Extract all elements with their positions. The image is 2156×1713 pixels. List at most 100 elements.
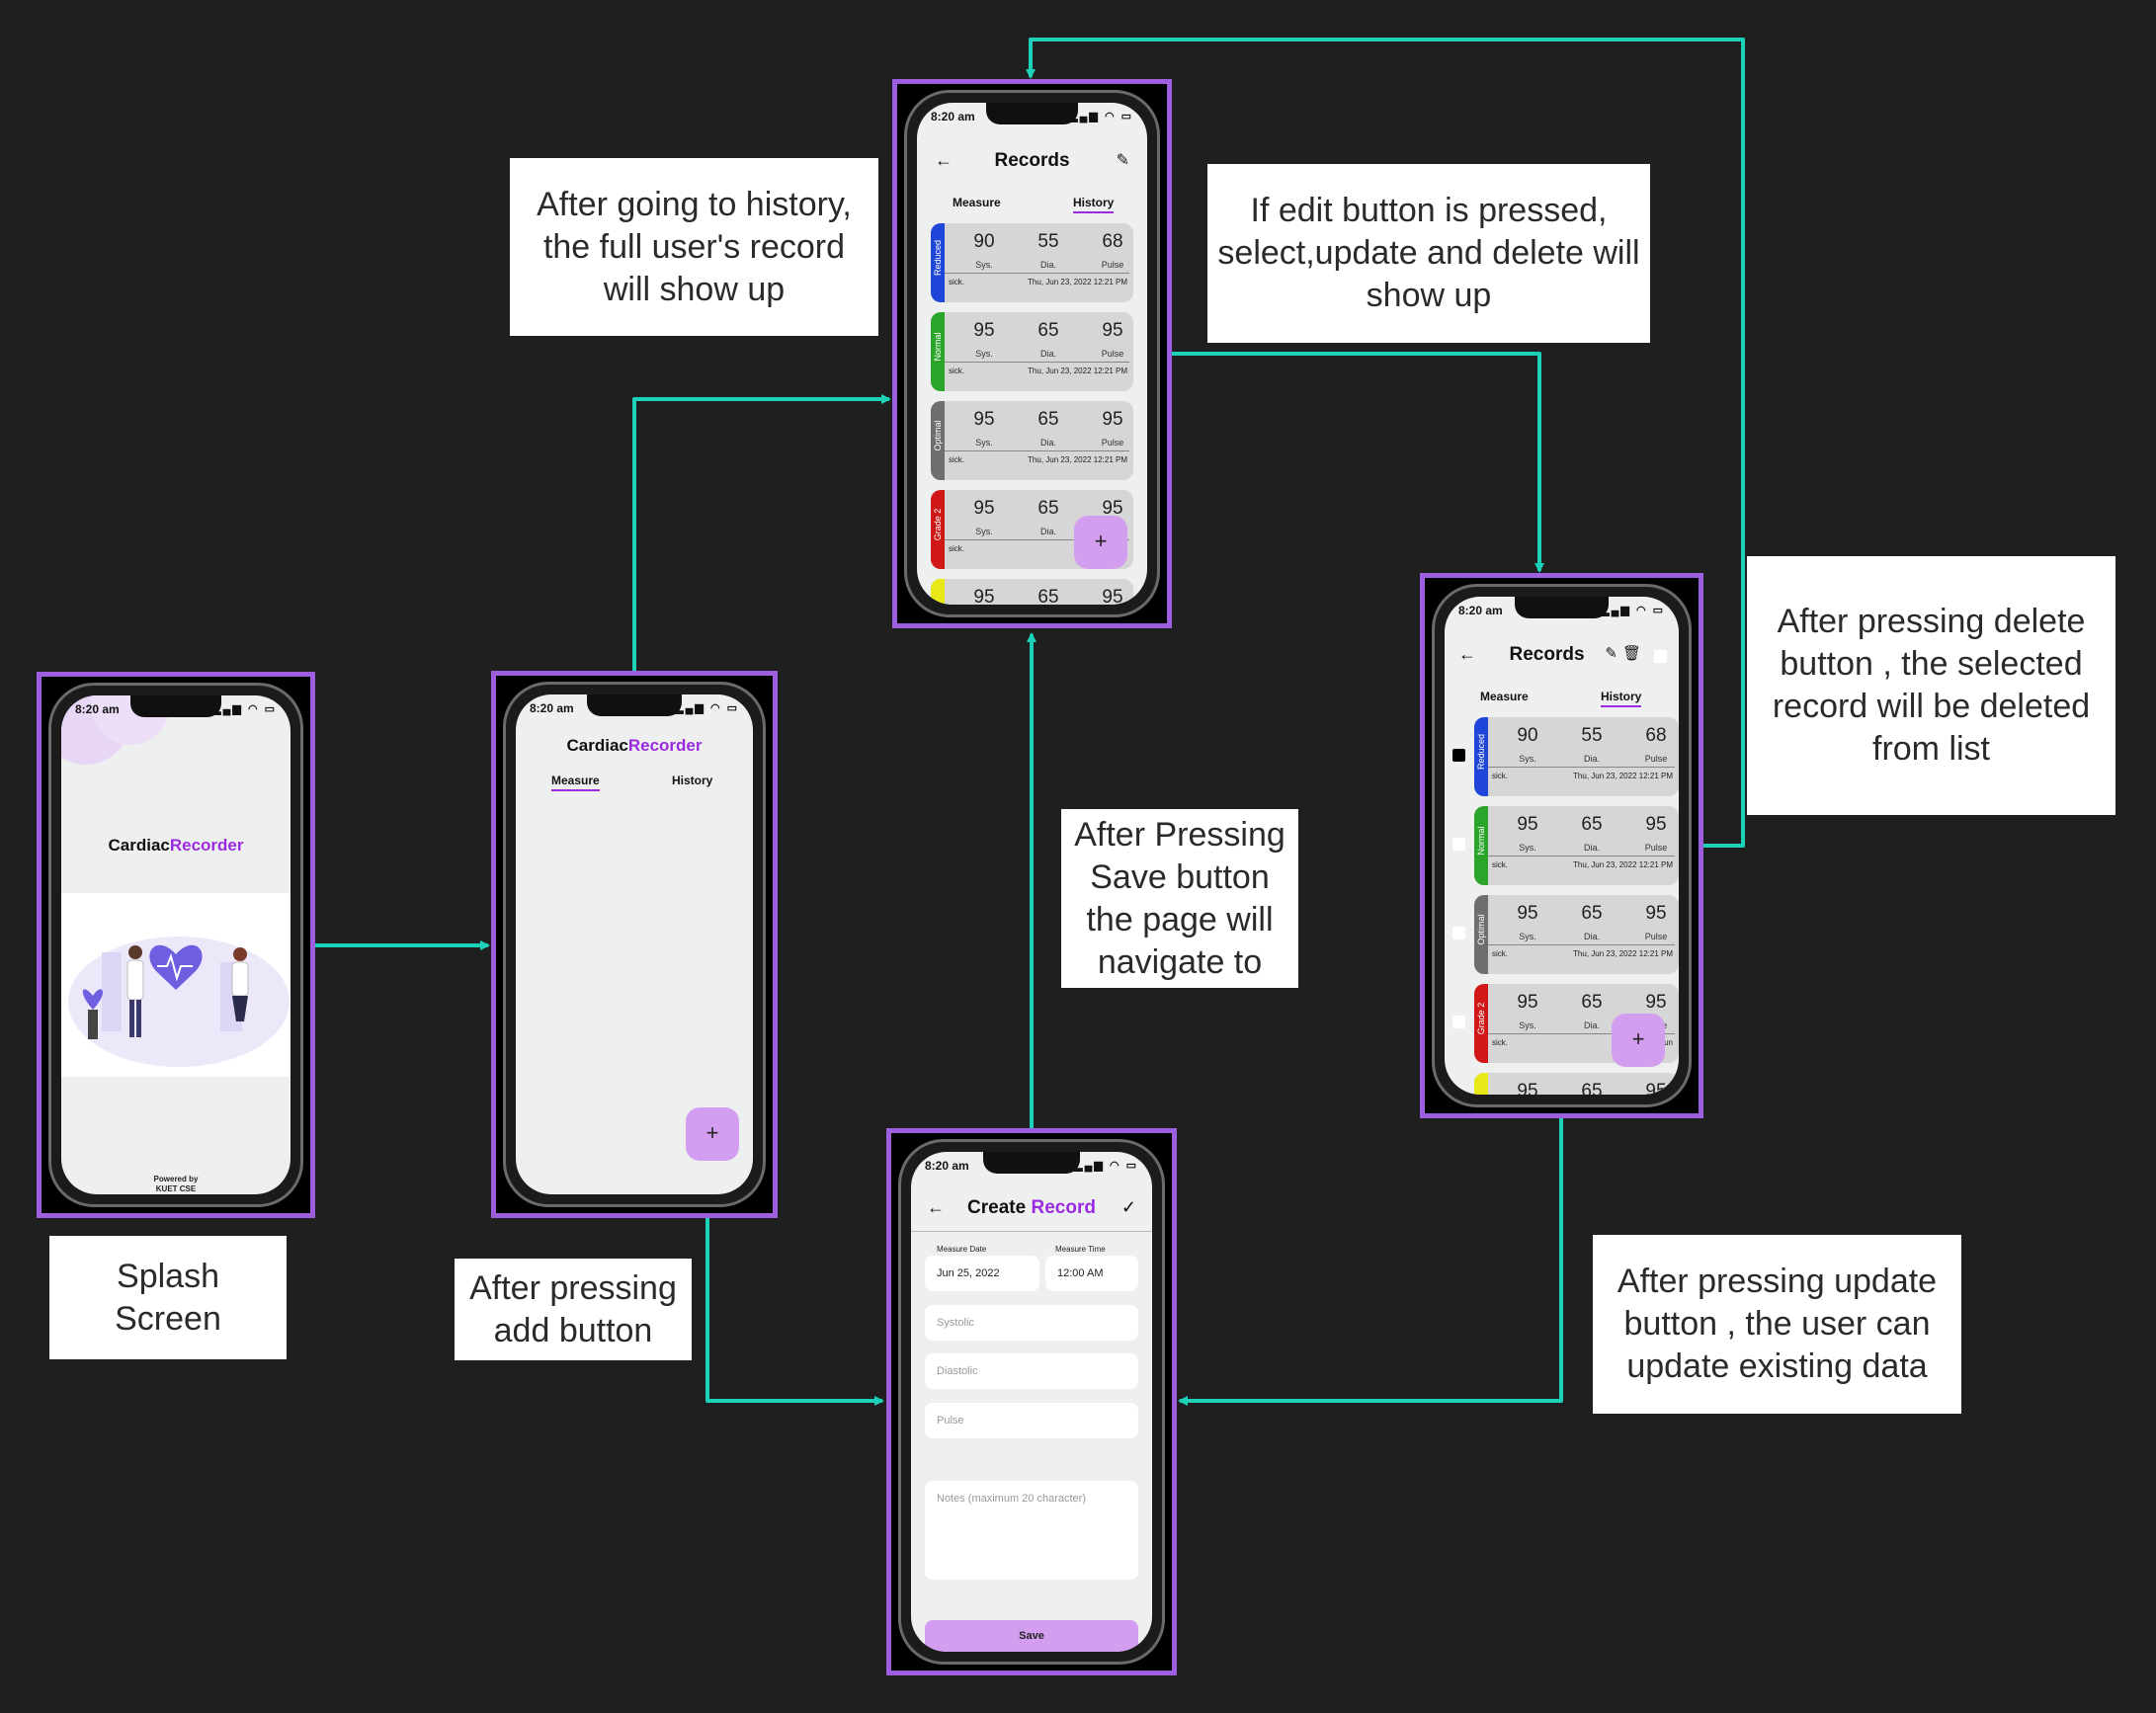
back-arrow-icon[interactable]: ← [1458, 644, 1476, 664]
category-label: Normal [1476, 826, 1486, 856]
add-record-button[interactable]: + [686, 1107, 739, 1161]
diastolic-label: Dia. [1583, 843, 1600, 853]
category-label: Grade 2 [1476, 1002, 1486, 1035]
note-after-edit: If edit button is pressed, select,update… [1207, 164, 1650, 343]
pencil-icon[interactable]: ✎ [1605, 645, 1617, 662]
edit-records-screen-frame: 8:20 am▂▄▆ ◠ ▭ ← Records ✎ 🗑 Measure His… [1420, 573, 1703, 1118]
pulse-value: 95 [1102, 498, 1123, 519]
back-arrow-icon[interactable]: ← [935, 150, 953, 170]
page-title: Records [994, 150, 1070, 171]
systolic-label: Sys. [1519, 1020, 1536, 1030]
pulse-label: Pulse [1644, 932, 1668, 941]
record-checkbox[interactable] [1452, 838, 1465, 851]
pulse-field[interactable]: Pulse [925, 1403, 1138, 1438]
record-note: sick. [949, 367, 964, 375]
pulse-label: Pulse [1101, 438, 1124, 448]
diastolic-label: Dia. [1039, 349, 1056, 359]
arrow-measure-to-records [632, 394, 891, 672]
status-bar: 8:20 am▂▄▆ ◠ ▭ [925, 1159, 1138, 1173]
systolic-label: Sys. [1519, 843, 1536, 853]
measure-date-label: Measure Date [937, 1245, 987, 1254]
diastolic-value: 65 [1037, 587, 1059, 605]
systolic-value: 95 [1517, 903, 1538, 924]
app-logo: CardiacRecorder [566, 736, 703, 755]
systolic-field[interactable]: Systolic [925, 1305, 1138, 1341]
diastolic-label: Dia. [1039, 438, 1056, 448]
category-label: Reduced [1476, 733, 1486, 771]
arrow-edit-to-create-after-update [1178, 1118, 1563, 1406]
measure-time-field[interactable]: 12:00 AM [1045, 1256, 1138, 1291]
diastolic-value: 65 [1037, 320, 1059, 341]
record-checkbox[interactable] [1452, 749, 1465, 762]
add-record-button[interactable]: + [1612, 1014, 1665, 1067]
tab-measure[interactable]: Measure [551, 774, 600, 791]
systolic-value: 95 [1517, 1081, 1538, 1095]
diastolic-value: 65 [1581, 992, 1603, 1013]
category-label: Grade 2 [933, 508, 943, 541]
records-header: ← Records ✎ [917, 142, 1147, 182]
divider [1488, 767, 1675, 768]
app-logo: CardiacRecorder [108, 836, 244, 855]
add-record-button[interactable]: + [1074, 516, 1127, 569]
diastolic-value: 65 [1037, 409, 1059, 430]
record-date: Thu, Jun 23, 2022 12:21 PM [1573, 949, 1673, 958]
pulse-label: Pulse [1644, 843, 1668, 853]
phone-device: 8:20 am▂▄▆ ◠ ▭ ← Create Record ✓ Measure… [898, 1139, 1165, 1665]
diastolic-label: Dia. [1583, 1020, 1600, 1030]
phone-notch [1515, 597, 1609, 618]
category-band: Optimal [931, 401, 945, 480]
delete-icon[interactable]: 🗑 [1621, 645, 1641, 662]
notes-field[interactable]: Notes (maximum 20 character) [925, 1481, 1138, 1580]
record-date: Thu, Jun 23, 2022 12:21 PM [1028, 278, 1127, 286]
pulse-value: 95 [1645, 903, 1667, 924]
record-date: Thu, Jun 23, 2022 12:21 PM [1573, 860, 1673, 869]
diastolic-field[interactable]: Diastolic [925, 1353, 1138, 1389]
category-label: Reduced [933, 239, 943, 277]
records-header: ← Records ✎ 🗑 [1445, 636, 1679, 676]
back-arrow-icon[interactable]: ← [927, 1197, 945, 1217]
phone-notch [985, 103, 1079, 124]
divider [945, 362, 1129, 363]
note-after-add: After pressing add button [455, 1259, 692, 1360]
divider [945, 539, 1129, 540]
systolic-label: Sys. [975, 260, 993, 270]
systolic-value: 95 [1517, 992, 1538, 1013]
page-title: Create Record [967, 1197, 1096, 1218]
divider [1488, 944, 1675, 945]
systolic-label: Sys. [1519, 932, 1536, 941]
tab-measure[interactable]: Measure [1480, 690, 1529, 703]
tab-history[interactable]: History [1073, 196, 1115, 213]
edit-icon[interactable]: ✎ [1116, 152, 1129, 169]
tab-measure[interactable]: Measure [953, 196, 1001, 209]
status-bar: 8:20 am▂▄▆ ◠ ▭ [530, 701, 739, 715]
record-checkbox[interactable] [1452, 927, 1465, 939]
measure-date-field[interactable]: Jun 25, 2022 [925, 1256, 1039, 1291]
category-band [931, 579, 945, 605]
create-record-screen-frame: 8:20 am▂▄▆ ◠ ▭ ← Create Record ✓ Measure… [886, 1128, 1177, 1675]
select-all-checkbox[interactable] [1654, 650, 1667, 663]
pulse-label: Pulse [1644, 754, 1668, 764]
arrow-records-to-edit [1170, 352, 1544, 573]
diastolic-value: 65 [1581, 814, 1603, 835]
phone-notch [983, 1152, 1080, 1174]
record-date: Thu, Jun 23, 2022 12:21 PM [1573, 772, 1673, 780]
measure-time-label: Measure Time [1055, 1245, 1106, 1254]
record-checkbox[interactable] [1452, 1016, 1465, 1028]
check-icon[interactable]: ✓ [1120, 1197, 1136, 1217]
tab-history[interactable]: History [1601, 690, 1642, 707]
tab-history[interactable]: History [672, 774, 713, 787]
note-after-history: After going to history, the full user's … [510, 158, 878, 336]
status-bar: 8:20 am▂▄▆ ◠ ▭ [75, 702, 277, 716]
splash-screen: 8:20 am▂▄▆ ◠ ▭ CardiacRecorder [61, 695, 290, 1194]
save-button[interactable]: Save [925, 1620, 1138, 1652]
